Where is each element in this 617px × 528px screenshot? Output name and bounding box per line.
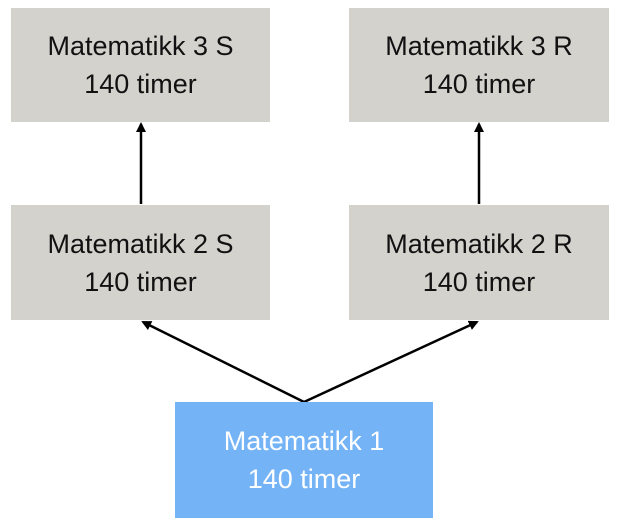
node-matematikk-2s: Matematikk 2 S 140 timer bbox=[11, 205, 270, 320]
arrow-1-to-2r bbox=[303, 320, 479, 404]
node-title: Matematikk 2 R bbox=[385, 228, 573, 259]
node-matematikk-1: Matematikk 1 140 timer bbox=[175, 402, 433, 518]
node-hours: 140 timer bbox=[422, 266, 536, 297]
node-hours: 140 timer bbox=[422, 69, 536, 99]
node-title: Matematikk 1 bbox=[223, 426, 385, 456]
arrow-1-to-2s bbox=[141, 320, 305, 404]
node-title: Matematikk 3 R bbox=[385, 31, 573, 61]
node-title: Matematikk 2 S bbox=[47, 228, 234, 259]
node-matematikk-3r: Matematikk 3 R 140 timer bbox=[349, 8, 609, 122]
node-matematikk-3s: Matematikk 3 S 140 timer bbox=[11, 8, 270, 122]
node-matematikk-2r: Matematikk 2 R 140 timer bbox=[349, 205, 609, 320]
node-hours: 140 timer bbox=[247, 464, 361, 494]
node-hours: 140 timer bbox=[84, 266, 197, 297]
node-title: Matematikk 3 S bbox=[47, 31, 234, 61]
node-hours: 140 timer bbox=[84, 69, 197, 99]
